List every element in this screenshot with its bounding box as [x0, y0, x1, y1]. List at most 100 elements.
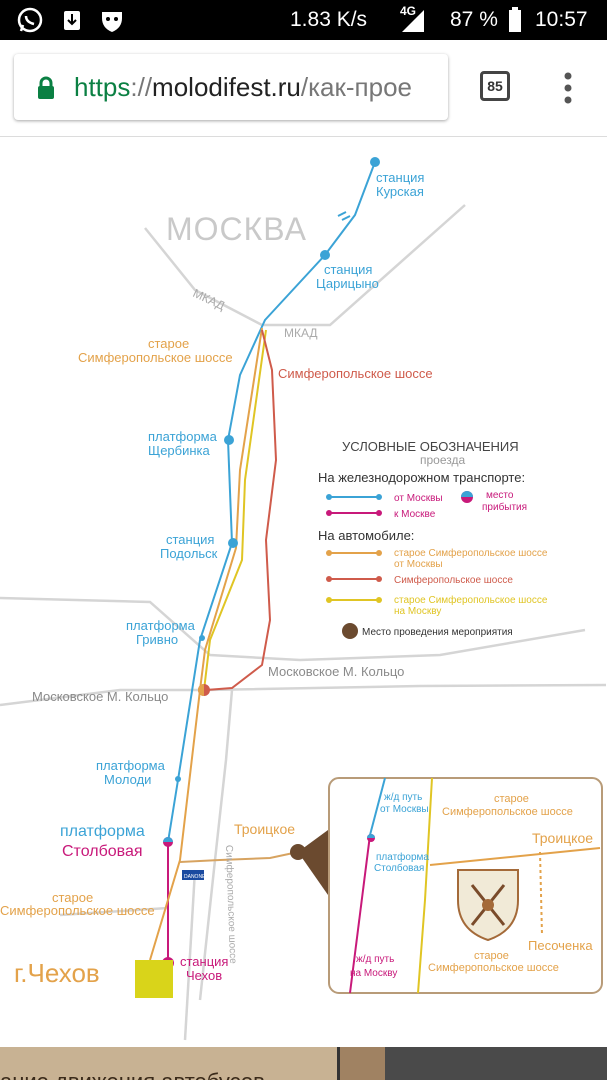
legend-arrival-line2: прибытия: [482, 501, 527, 513]
url-text[interactable]: https://molodifest.ru/как-прое: [74, 72, 444, 103]
grivno-line1: платформа: [126, 618, 196, 633]
page-footer-strip: ание движения автобусов: [0, 1047, 607, 1080]
inset-rail-to-1: ж/д путь: [356, 954, 394, 965]
station-molodi-marker[interactable]: [175, 776, 181, 782]
mkad-label-2: МКАД: [284, 326, 318, 340]
footer-banner-text: ание движения автобусов: [0, 1069, 265, 1080]
city-label: МОСКВА: [166, 211, 307, 247]
status-bar: 1.83 K/s 4G 87 % 10:57: [0, 0, 607, 40]
footer-divider: [340, 1047, 385, 1080]
venue-marker[interactable]: [290, 830, 328, 895]
legend-title: УСЛОВНЫЕ ОБОЗНАЧЕНИЯ: [342, 439, 519, 454]
podolsk-line2: Подольск: [160, 546, 218, 561]
podolsk-line1: станция: [166, 532, 214, 547]
station-grivno-marker[interactable]: [199, 635, 205, 641]
old-simf-line1: старое: [148, 336, 189, 351]
simferopol-route: [205, 329, 278, 691]
tsaritsyno-line2: Царицыно: [316, 276, 379, 291]
troitskoe-label: Троицкое: [234, 821, 295, 837]
ring-label-right: Московское М. Кольцо: [268, 664, 404, 679]
legend-rail-from: от Москвы: [394, 493, 443, 504]
shcherbinka-line2: Щербинка: [148, 443, 211, 458]
inset-stolbovaya-1: платформа: [376, 851, 429, 863]
url-separator: ://: [130, 72, 153, 102]
inset-stolbovaya-2: Столбовая: [374, 862, 424, 874]
tsaritsyno-line1: станция: [324, 262, 372, 277]
clock: 10:57: [535, 8, 588, 31]
chekhov-city-square: [135, 960, 173, 998]
station-tsaritsyno-marker[interactable]: [320, 250, 330, 260]
legend-car-old-to-1: старое Симферопольское шоссе: [394, 594, 548, 606]
interchange-marker: [198, 684, 210, 696]
route-map[interactable]: DANONE МОСКВА МКАД МКАД станция Курская …: [0, 137, 607, 1047]
inset-old-simf-top-1: старое: [494, 793, 529, 805]
route-map-svg: DANONE МОСКВА МКАД МКАД станция Курская …: [0, 157, 607, 1041]
molodi-line1: платформа: [96, 758, 166, 773]
chekhov-city-label: г.Чехов: [14, 958, 100, 988]
legend-car-simf: Симферопольское шоссе: [394, 574, 513, 586]
legend: УСЛОВНЫЕ ОБОЗНАЧЕНИЯ проезда На железнод…: [318, 439, 548, 639]
chekhov-station-line2: Чехов: [186, 968, 222, 983]
address-bar[interactable]: https://molodifest.ru/как-прое: [14, 54, 448, 120]
danone-label: DANONE: [184, 874, 206, 880]
inset-old-simf-bottom-2: Симферопольское шоссе: [428, 962, 559, 974]
station-kurskaya-marker[interactable]: [370, 157, 380, 167]
legend-car-old-from-1: старое Симферопольское шоссе: [394, 547, 548, 559]
old-simf-line2: Симферопольское шоссе: [78, 350, 233, 365]
station-stolbovaya-marker[interactable]: [163, 837, 173, 847]
footer-dark-panel: [385, 1047, 607, 1080]
festival-logo: [457, 869, 519, 942]
url-scheme: https: [74, 72, 131, 102]
inset-rail-from-1: ж/д путь: [384, 792, 422, 803]
stolbovaya-line1: платформа: [60, 823, 145, 840]
legend-car-old-to-2: на Москву: [394, 606, 441, 617]
inset-rail-to-2: на Москву: [350, 968, 397, 979]
ring-label-left: Московское М. Кольцо: [32, 689, 168, 704]
troitskoe-road: [179, 851, 299, 863]
simferopol-label: Симферопольское шоссе: [278, 366, 433, 381]
background-roads: [0, 204, 607, 1041]
app-notification-icon: [102, 12, 122, 32]
danone-sign: [182, 870, 204, 880]
legend-subtitle: проезда: [420, 453, 465, 467]
whatsapp-icon: [17, 7, 43, 33]
inset-rail-from-2: от Москвы: [380, 804, 429, 815]
network-type: 4G: [400, 4, 417, 18]
station-podolsk-marker[interactable]: [228, 538, 238, 548]
legend-rail-header: На железнодорожном транспорте:: [318, 470, 525, 485]
old-simferopol-route: [149, 327, 263, 961]
signal-icon: [402, 10, 424, 32]
url-host: molodifest.ru: [152, 72, 301, 102]
station-shcherbinka-marker[interactable]: [224, 435, 234, 445]
tab-switcher-button[interactable]: 85: [480, 71, 510, 101]
legend-venue: Место проведения мероприятия: [362, 627, 513, 638]
old-simf-south-line2: Симферопольское шоссе: [0, 903, 155, 918]
legend-car-old-from-2: от Москвы: [394, 559, 443, 570]
network-speed: 1.83 K/s: [290, 8, 368, 31]
battery-icon: [509, 7, 521, 32]
old-simferopol-to-moscow-route: [203, 329, 267, 691]
kurskaya-line1: станция: [376, 170, 424, 185]
stolbovaya-line2: Столбовая: [62, 843, 143, 860]
url-path: /как-прое: [300, 72, 413, 102]
shcherbinka-line1: платформа: [148, 429, 218, 444]
inset-troitskoe: Троицкое: [532, 830, 593, 846]
legend-arrival-line1: место: [486, 490, 514, 501]
simf-vertical-label: Симферопольское шоссе: [223, 845, 239, 965]
mkad-label-1: МКАД: [191, 286, 227, 313]
browser-toolbar: https://molodifest.ru/как-прое 85: [0, 40, 607, 137]
legend-car-header: На автомобиле:: [318, 528, 414, 543]
overflow-menu-icon[interactable]: [556, 68, 580, 108]
download-icon: [64, 11, 80, 30]
battery-percent: 87 %: [450, 8, 498, 31]
old-simf-south-line1: старое: [52, 890, 93, 905]
inset-map[interactable]: ж/д путь от Москвы платформа Столбовая ж…: [328, 777, 603, 994]
footer-banner[interactable]: ание движения автобусов: [0, 1047, 340, 1080]
chekhov-station-line1: станция: [180, 954, 228, 969]
rail-line-from-moscow: [167, 161, 376, 843]
molodi-line2: Молоди: [104, 772, 151, 787]
inset-pesochenka: Песоченка: [528, 938, 593, 953]
legend-rail-to: к Москве: [394, 509, 436, 520]
kurskaya-line2: Курская: [376, 184, 424, 199]
lock-icon: [38, 76, 54, 99]
